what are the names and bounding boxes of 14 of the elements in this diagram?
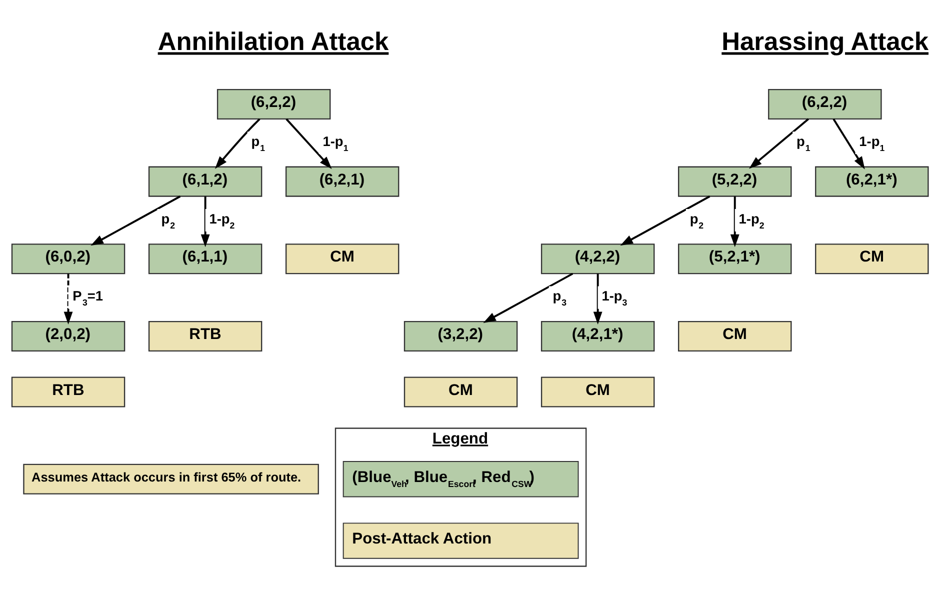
edge-label: p$_{3}$ [552, 288, 567, 308]
edge-label: P$_{3}$=1 [72, 288, 103, 308]
edge-label: 1-p$_{1}$ [322, 134, 348, 153]
edge-label: p$_{1}$ [251, 134, 266, 153]
edge-label: 1-p$_{2}$ [738, 210, 764, 230]
edge-label: p$_{2}$ [690, 210, 704, 230]
edge-label: 1-p$_{1}$ [859, 134, 885, 153]
label: Annihilation Attack [158, 28, 389, 56]
label: Harassing Attack [722, 28, 929, 56]
edge-label: 1-p$_{3}$ [602, 288, 628, 308]
legend-label: Post-Attack Action [352, 530, 492, 548]
edge-label: p$_{2}$ [161, 210, 175, 230]
edge-label: p$_{1}$ [796, 134, 810, 153]
edge-label: 1-p$_{2}$ [209, 210, 235, 230]
